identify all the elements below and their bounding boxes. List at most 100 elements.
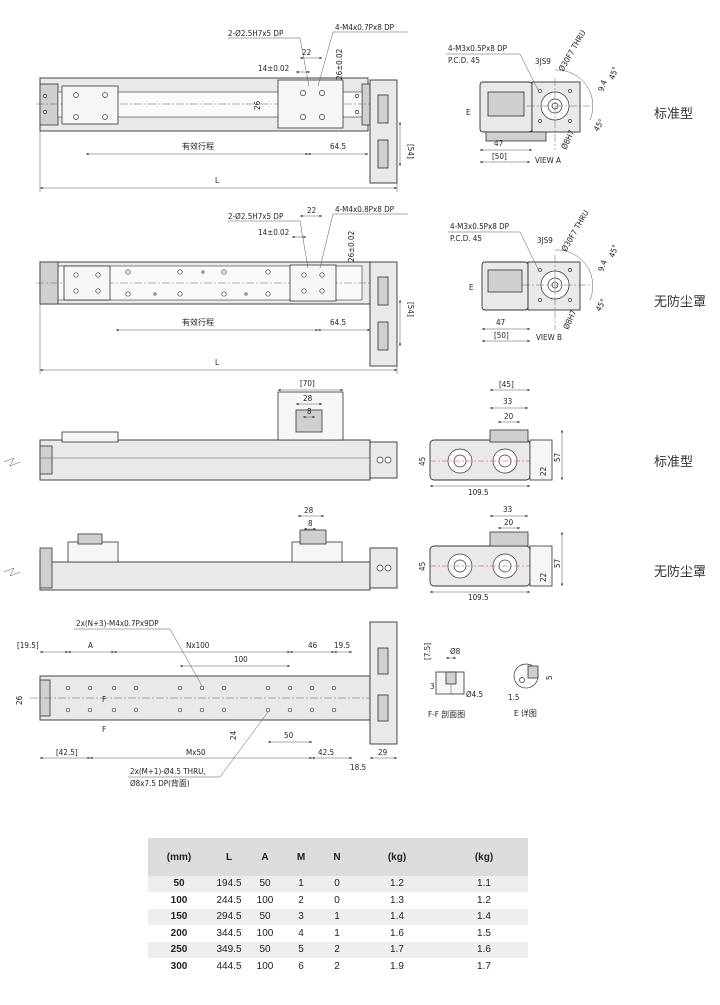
bottom-tap-holes <box>65 685 337 713</box>
svg-text:14±0.02: 14±0.02 <box>258 228 289 237</box>
table-cell: 1.3 <box>354 892 440 909</box>
table-cell: 50 <box>248 876 282 893</box>
svg-text:9.4: 9.4 <box>596 78 609 92</box>
table-cell: 50 <box>248 941 282 959</box>
table-cell: 5 <box>282 941 320 959</box>
table-cell: 1 <box>320 908 354 926</box>
table-cell: 1.5 <box>440 925 528 942</box>
svg-text:14±0.02: 14±0.02 <box>258 64 289 73</box>
header-M: M <box>282 838 320 876</box>
table-cell: 444.5 <box>210 958 248 975</box>
table-row: 200 344.5 100 4 1 1.6 1.5 <box>148 925 528 942</box>
label-standard-1: 标准型 <box>654 106 693 121</box>
svg-text:20: 20 <box>504 412 514 421</box>
bottom-view: 2x(N+3)-M4x0.7Px9DP [19.5] A Nx100 100 4… <box>15 619 398 788</box>
table-cell: 4 <box>282 925 320 942</box>
svg-text:2-Ø2.5H7x5 DP: 2-Ø2.5H7x5 DP <box>228 211 284 221</box>
svg-text:45: 45 <box>418 457 427 466</box>
table-cell: 1.4 <box>354 908 440 926</box>
label-no-cover-1: 无防尘罩 <box>654 294 706 309</box>
svg-text:22: 22 <box>539 573 548 582</box>
svg-text:L: L <box>215 176 219 185</box>
svg-text:[7.5]: [7.5] <box>423 643 432 660</box>
svg-text:24: 24 <box>229 730 238 740</box>
detail-e: 1.5 5 E 详图 <box>508 663 554 718</box>
svg-text:[19.5]: [19.5] <box>17 641 39 650</box>
svg-text:Ø8: Ø8 <box>450 646 461 656</box>
svg-text:28: 28 <box>303 394 313 403</box>
table-cell: 100 <box>148 892 210 909</box>
table-cell: 1 <box>282 876 320 893</box>
svg-text:109.5: 109.5 <box>468 593 489 602</box>
top-view-standard: 2-Ø2.5H7x5 DP 4-M4x0.7Px8 DP 22 14±0.02 … <box>36 23 415 192</box>
svg-text:Ø30F7 THRU: Ø30F7 THRU <box>556 28 588 73</box>
header-A: A <box>248 838 282 876</box>
svg-text:P.C.D. 45: P.C.D. 45 <box>448 56 480 65</box>
svg-text:2-Ø2.5H7x5 DP: 2-Ø2.5H7x5 DP <box>228 28 284 38</box>
svg-text:47: 47 <box>496 318 505 327</box>
table-cell: 2 <box>320 941 354 959</box>
label-no-cover-2: 无防尘罩 <box>654 564 706 579</box>
svg-text:[50]: [50] <box>494 331 509 340</box>
svg-text:VIEW A: VIEW A <box>535 156 561 165</box>
header-kg-1: (kg) <box>354 838 440 876</box>
table-cell: 344.5 <box>210 925 248 942</box>
section-ff: [7.5] Ø8 3 Ø4.5 F-F 剖面图 <box>423 643 483 719</box>
table-cell: 100 <box>248 958 282 975</box>
side-end-no-cover: 33 20 45 22 57 109.5 <box>418 505 564 602</box>
table-cell: 1.2 <box>440 892 528 909</box>
svg-text:45: 45 <box>418 562 427 571</box>
table-cell: 0 <box>320 892 354 909</box>
table-cell: 1.6 <box>354 925 440 942</box>
svg-text:64.5: 64.5 <box>330 318 346 327</box>
svg-text:3: 3 <box>430 682 435 691</box>
svg-text:22: 22 <box>307 206 316 215</box>
svg-text:26±0.02: 26±0.02 <box>347 231 356 262</box>
svg-text:57: 57 <box>553 559 562 568</box>
svg-text:1.5: 1.5 <box>508 693 519 702</box>
svg-text:Ø8x7.5 DP(背面): Ø8x7.5 DP(背面) <box>130 778 190 788</box>
svg-text:19.5: 19.5 <box>334 641 350 650</box>
svg-text:57: 57 <box>553 453 562 462</box>
table-cell: 1.4 <box>440 908 528 926</box>
svg-text:F-F 剖面图: F-F 剖面图 <box>428 709 465 719</box>
svg-text:100: 100 <box>234 655 248 664</box>
spec-table: (mm) L A M N (kg) (kg) 50 194.5 50 1 0 1… <box>148 838 528 975</box>
svg-text:4-M4x0.8Px8 DP: 4-M4x0.8Px8 DP <box>335 205 395 214</box>
table-cell: 1.1 <box>440 876 528 893</box>
svg-text:F: F <box>102 695 106 704</box>
svg-text:A: A <box>88 641 93 650</box>
header-mm: (mm) <box>148 838 210 876</box>
svg-text:[45]: [45] <box>499 380 514 389</box>
svg-text:2x(M+1)-Ø4.5 THRU,: 2x(M+1)-Ø4.5 THRU, <box>130 766 206 776</box>
svg-text:29: 29 <box>378 748 388 757</box>
table-cell: 1.7 <box>440 958 528 975</box>
svg-text:45°: 45° <box>594 297 608 313</box>
header-L: L <box>210 838 248 876</box>
svg-text:Nx100: Nx100 <box>186 641 210 650</box>
table-cell: 100 <box>248 892 282 909</box>
table-cell: 6 <box>282 958 320 975</box>
svg-text:26: 26 <box>253 100 262 110</box>
svg-text:22: 22 <box>539 467 548 476</box>
table-cell: 2 <box>282 892 320 909</box>
top-view-no-cover: 2-Ø2.5H7x5 DP 4-M4x0.8Px8 DP 22 14±0.02 … <box>36 205 415 374</box>
svg-text:4-M3x0.5Px8 DP: 4-M3x0.5Px8 DP <box>450 222 510 231</box>
svg-text:4-M3x0.5Px8 DP: 4-M3x0.5Px8 DP <box>448 44 508 53</box>
table-cell: 1.6 <box>440 941 528 959</box>
svg-text:18.5: 18.5 <box>350 763 366 772</box>
table-cell: 244.5 <box>210 892 248 909</box>
table-cell: 349.5 <box>210 941 248 959</box>
table-cell: 1.7 <box>354 941 440 959</box>
svg-text:46: 46 <box>308 641 318 650</box>
end-view-b: 4-M3x0.5Px8 DP P.C.D. 45 3JS9 Ø30F7 THRU… <box>448 208 620 343</box>
table-header-row: (mm) L A M N (kg) (kg) <box>148 838 528 876</box>
svg-text:3JS9: 3JS9 <box>535 57 551 66</box>
svg-text:3JS9: 3JS9 <box>537 236 553 245</box>
svg-text:47: 47 <box>494 139 503 148</box>
svg-text:E 详图: E 详图 <box>514 708 537 718</box>
svg-text:Mx50: Mx50 <box>186 748 206 757</box>
table-cell: 2 <box>320 958 354 975</box>
table-cell: 50 <box>248 908 282 926</box>
